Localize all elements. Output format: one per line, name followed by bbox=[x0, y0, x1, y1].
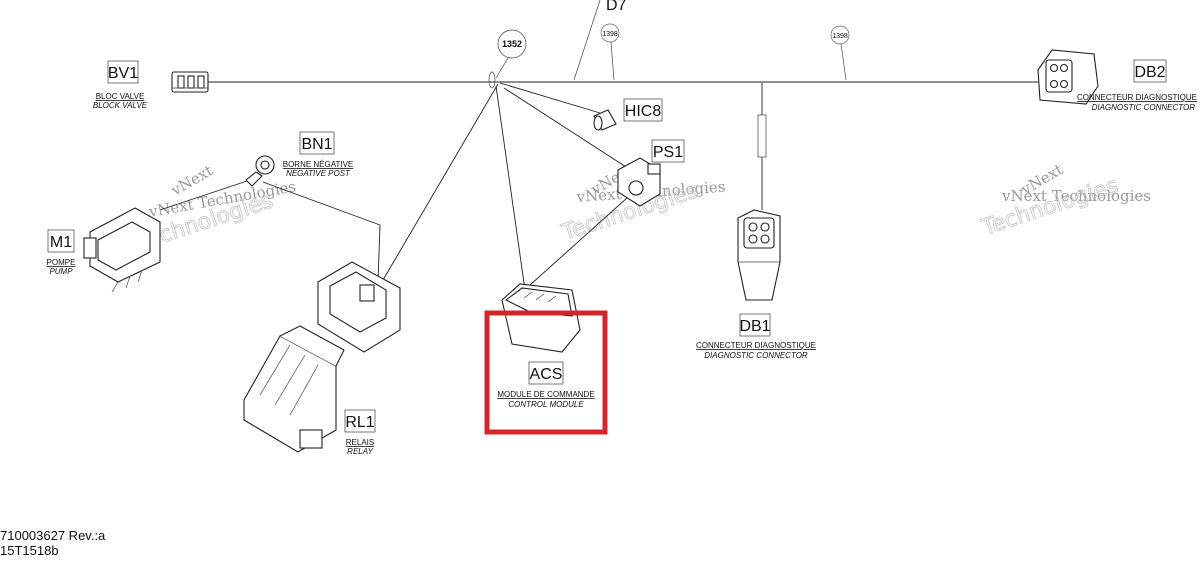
svg-text:CONNECTEUR DIAGNOSTIQUE: CONNECTEUR DIAGNOSTIQUE bbox=[696, 341, 816, 350]
watermark-right: vNext Technologies vNext Technologies bbox=[978, 160, 1151, 241]
bv1-connector bbox=[171, 71, 209, 93]
bn1-ring-terminal bbox=[245, 155, 275, 187]
svg-text:BLOC VALVE: BLOC VALVE bbox=[96, 92, 145, 101]
bn1-label: BN1 BORNE NÉGATIVE NEGATIVE POST bbox=[283, 131, 354, 178]
rl1-label: RL1 RELAIS RELAY bbox=[344, 409, 376, 456]
hic8-label: HIC8 bbox=[623, 98, 663, 122]
svg-text:MODULE DE COMMANDE: MODULE DE COMMANDE bbox=[497, 390, 594, 399]
svg-text:RELAY: RELAY bbox=[347, 447, 373, 456]
svg-text:DB2: DB2 bbox=[1134, 64, 1165, 81]
svg-text:RELAIS: RELAIS bbox=[346, 438, 374, 447]
svg-text:BN1: BN1 bbox=[301, 136, 332, 153]
acs-highlight-box bbox=[484, 310, 608, 435]
db2-label: DB2 CONNECTEUR DIAGNOSTIQUE DIAGNOSTIC C… bbox=[1077, 59, 1197, 112]
ps1-sensor bbox=[617, 157, 661, 207]
ref-1398-b: 1398 bbox=[830, 25, 850, 81]
acs-connector bbox=[501, 283, 581, 353]
rl1-relay-body bbox=[243, 325, 345, 453]
svg-text:POMPE: POMPE bbox=[47, 258, 76, 267]
svg-text:BLOCK VALVE: BLOCK VALVE bbox=[93, 101, 148, 110]
ref-d7: D7 bbox=[573, 0, 627, 81]
svg-text:PUMP: PUMP bbox=[49, 267, 73, 276]
svg-text:DB1: DB1 bbox=[739, 318, 770, 335]
svg-text:1398: 1398 bbox=[602, 31, 618, 38]
ps1-label: PS1 bbox=[651, 139, 685, 163]
svg-text:CONNECTEUR DIAGNOSTIQUE: CONNECTEUR DIAGNOSTIQUE bbox=[1077, 93, 1197, 102]
svg-text:CONTROL MODULE: CONTROL MODULE bbox=[508, 400, 584, 409]
svg-text:ACS: ACS bbox=[530, 366, 563, 383]
svg-text:M1: M1 bbox=[50, 234, 72, 251]
svg-text:NEGATIVE POST: NEGATIVE POST bbox=[286, 169, 351, 178]
splice-ref-1352: 1352 bbox=[495, 29, 527, 79]
rl1-relay-socket bbox=[317, 261, 401, 353]
branch-wires bbox=[159, 82, 767, 291]
svg-text:DIAGNOSTIC CONNECTOR: DIAGNOSTIC CONNECTOR bbox=[1092, 103, 1196, 112]
ref-1398-a: 1398 bbox=[600, 23, 620, 81]
db2-connector bbox=[1037, 49, 1099, 105]
m1-label: M1 POMPE PUMP bbox=[47, 229, 76, 276]
doc-number: 710003627 Rev.:a bbox=[0, 528, 106, 543]
svg-text:HIC8: HIC8 bbox=[625, 103, 662, 120]
hic8-connector bbox=[593, 109, 617, 131]
drawing-id: 15T1518b bbox=[0, 543, 59, 558]
svg-text:1352: 1352 bbox=[502, 39, 522, 49]
bv1-label: BV1 BLOC VALVE BLOCK VALVE bbox=[93, 60, 148, 110]
svg-text:BORNE NÉGATIVE: BORNE NÉGATIVE bbox=[283, 160, 354, 169]
svg-text:D7: D7 bbox=[606, 0, 627, 14]
svg-text:DIAGNOSTIC CONNECTOR: DIAGNOSTIC CONNECTOR bbox=[704, 351, 808, 360]
db1-connector bbox=[737, 209, 781, 301]
acs-label: ACS MODULE DE COMMANDE CONTROL MODULE bbox=[497, 361, 595, 409]
svg-text:BV1: BV1 bbox=[108, 65, 138, 82]
document-footer: 710003627 Rev.:a 15T1518b bbox=[0, 528, 106, 558]
svg-text:PS1: PS1 bbox=[653, 144, 683, 161]
m1-pump-connector bbox=[83, 207, 161, 293]
svg-text:1398: 1398 bbox=[832, 33, 848, 40]
svg-text:RL1: RL1 bbox=[345, 414, 374, 431]
db1-label: DB1 CONNECTEUR DIAGNOSTIQUE DIAGNOSTIC C… bbox=[696, 313, 816, 360]
svg-text:vNext Technologies: vNext Technologies bbox=[1001, 187, 1151, 205]
harness-trunk bbox=[208, 71, 1038, 89]
